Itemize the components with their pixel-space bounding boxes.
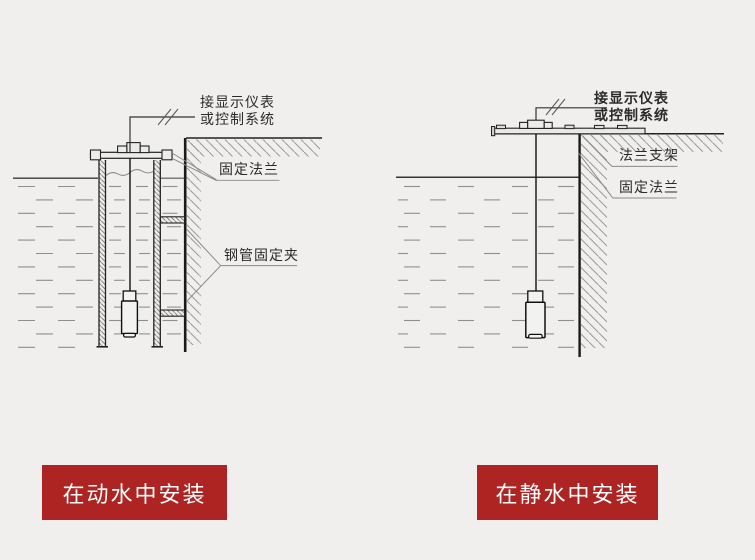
label-connect-instrument-left: 接显示仪表 或控制系统 [200, 96, 275, 128]
leader-lines-left [171, 152, 297, 301]
caption-moving-water-installation: 在动水中安装 [42, 465, 227, 520]
water-dashes-inside-pipe [109, 185, 150, 335]
ground-and-wall-left [183, 137, 322, 352]
right-diagram-still-water [396, 98, 724, 357]
level-sensor-left [120, 290, 139, 338]
cable-break-mark-right [545, 98, 566, 116]
mounting-flange-left [89, 142, 173, 161]
caption-still-water-installation: 在静水中安装 [477, 465, 658, 520]
label-connect-instrument-right: 接显示仪表 或控制系统 [594, 92, 669, 124]
flange-bracket-plate [491, 119, 646, 137]
label-pipe-clamp: 钢管固定夹 [224, 249, 299, 264]
signal-cable-right [535, 107, 607, 121]
water-dashes-pipe-wall-gap [162, 185, 181, 335]
leader-lines-right [578, 136, 678, 199]
water-dashes-left-basin [18, 185, 93, 348]
label-fixing-flange-left: 固定法兰 [219, 163, 279, 178]
water-dashes-right-basin [398, 185, 574, 348]
label-flange-bracket: 法兰支架 [619, 149, 679, 164]
pipe-clamps [159, 216, 186, 317]
level-sensor-right [525, 290, 546, 339]
signal-cable-left [129, 116, 195, 153]
label-fixing-flange-right: 固定法兰 [619, 181, 679, 196]
ground-and-wall-right [493, 133, 724, 357]
left-diagram-moving-water [13, 108, 322, 352]
cable-break-mark-left [157, 108, 179, 126]
